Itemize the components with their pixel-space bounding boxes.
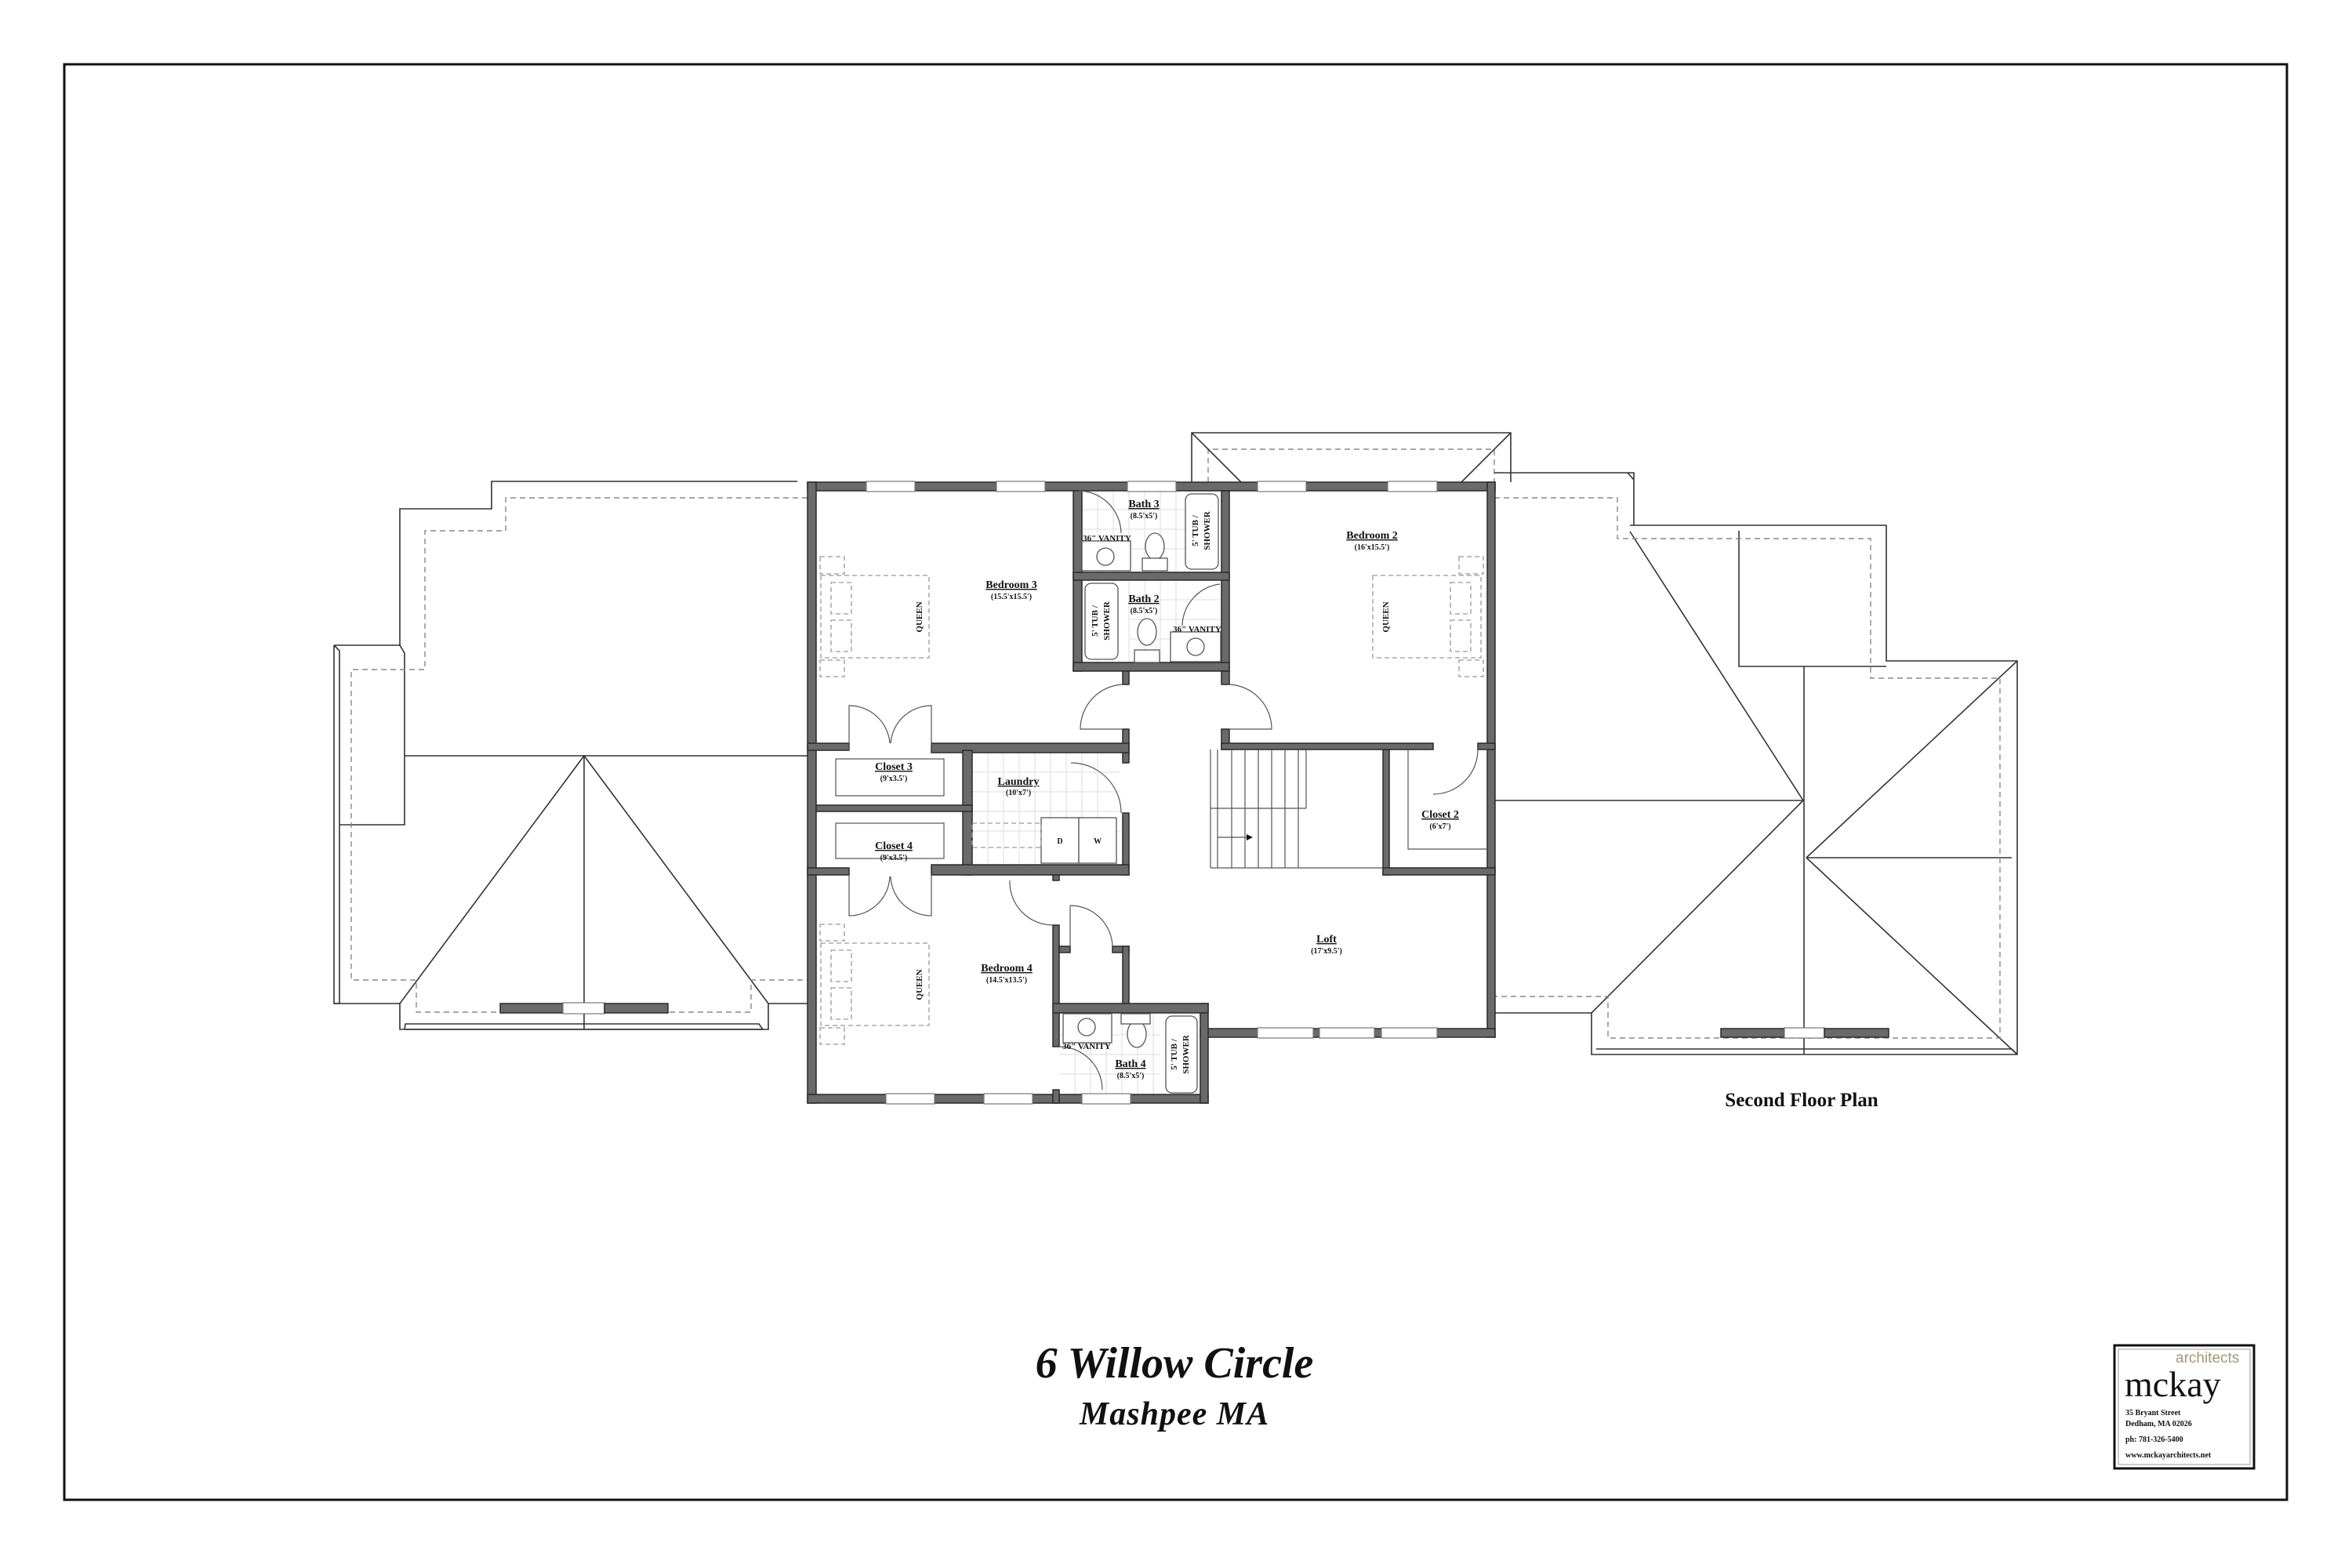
room-name-bedroom2: Bedroom 2 <box>1346 530 1397 542</box>
room-name-bath4: Bath 4 <box>1115 1058 1145 1070</box>
left-roof <box>333 481 808 1030</box>
logo-mckay: mckay <box>2125 1364 2221 1404</box>
room-dims-closet4: (9'x3.5') <box>880 854 908 862</box>
bed-bedroom2 <box>1372 556 1484 677</box>
dormer-window <box>562 1002 605 1014</box>
room-name-closet4: Closet 4 <box>875 840 913 852</box>
tub-label-bath4-line2: SHOWER <box>1181 1034 1191 1074</box>
staircase <box>1210 750 1383 869</box>
room-name-closet2: Closet 2 <box>1421 809 1459 821</box>
room-dims-laundry: (10'x7') <box>1006 789 1031 797</box>
room-dims-bedroom2: (16'x15.5') <box>1355 543 1390 552</box>
bed-label-bedroom2: QUEEN <box>1381 601 1391 632</box>
dormer-wall <box>1720 1028 1785 1038</box>
doors <box>848 490 1479 1091</box>
bed-bedroom4 <box>819 924 930 1045</box>
room-dims-bath3: (8.5'x5') <box>1131 512 1158 521</box>
room-name-bedroom4: Bedroom 4 <box>981 963 1032 975</box>
logo-architects: architects <box>2176 1350 2239 1367</box>
sheet-border <box>63 63 2288 1501</box>
tub-label-bath3-line2: SHOWER <box>1203 510 1212 550</box>
tub-label-bath4: 5' TUB / <box>1170 1038 1179 1069</box>
bath-fixtures <box>971 493 1221 1094</box>
bed-label-bedroom3: QUEEN <box>915 601 924 632</box>
bed-bedroom3 <box>819 556 930 677</box>
room-name-closet3: Closet 3 <box>875 761 913 773</box>
project-title: 6 Willow Circle <box>1036 1339 1314 1388</box>
project-location: Mashpee MA <box>1079 1396 1269 1432</box>
tub-label-bath3: 5' TUB / <box>1191 514 1200 546</box>
logo-phone: ph: 781-326-5400 <box>2125 1436 2183 1444</box>
logo-website: www.mckayarchitects.net <box>2125 1451 2212 1460</box>
room-dims-closet3: (9'x3.5') <box>880 775 908 783</box>
logo-address1: 35 Bryant Street <box>2125 1409 2181 1417</box>
washer <box>1078 817 1117 864</box>
room-dims-closet2: (6'x7') <box>1429 822 1450 831</box>
dryer-label: D <box>1057 837 1062 846</box>
bed-label-bedroom4: QUEEN <box>915 969 924 1000</box>
room-name-bath2: Bath 2 <box>1128 593 1159 605</box>
dormer-wall <box>604 1003 669 1014</box>
room-dims-bath2: (8.5'x5') <box>1131 607 1158 615</box>
dormer-wall <box>1824 1028 1889 1038</box>
tub-label-bath2: 5' TUB / <box>1091 604 1100 636</box>
architect-logo-block: architects mckay 35 Bryant Street Dedham… <box>2113 1344 2256 1470</box>
dormer-window <box>1784 1027 1825 1039</box>
tub-label-bath2-line2: SHOWER <box>1102 601 1112 641</box>
vanity-label-bath4: 36" VANITY <box>1062 1042 1111 1051</box>
room-name-bedroom3: Bedroom 3 <box>985 579 1036 591</box>
top-dormer-roof <box>1191 432 1512 483</box>
vanity-label-bath3: 36" VANITY <box>1083 534 1131 543</box>
vanity-label-bath2: 36" VANITY <box>1173 625 1221 634</box>
right-roof <box>1494 472 2018 1055</box>
windows <box>866 481 1438 1105</box>
room-labels: Bedroom 3 (15.5'x15.5') QUEEN Bath 3 (8.… <box>875 499 1459 1080</box>
room-dims-bedroom4: (14.5'x13.5') <box>986 976 1027 985</box>
washer-label: W <box>1094 837 1102 846</box>
room-name-bath3: Bath 3 <box>1128 499 1159 510</box>
house-walls <box>807 481 1496 1105</box>
logo-address2: Dedham, MA 02026 <box>2125 1420 2192 1428</box>
room-dims-bath4: (8.5'x5') <box>1117 1072 1145 1080</box>
room-dims-loft: (17'x9.5') <box>1311 947 1342 956</box>
dormer-wall <box>499 1003 564 1014</box>
room-dims-bedroom3: (15.5'x15.5') <box>991 593 1032 601</box>
room-name-loft: Loft <box>1316 934 1337 946</box>
room-name-laundry: Laundry <box>998 776 1040 788</box>
stair-direction-arrow-icon <box>1247 834 1253 840</box>
sheet-label: Second Floor Plan <box>1725 1090 1878 1111</box>
